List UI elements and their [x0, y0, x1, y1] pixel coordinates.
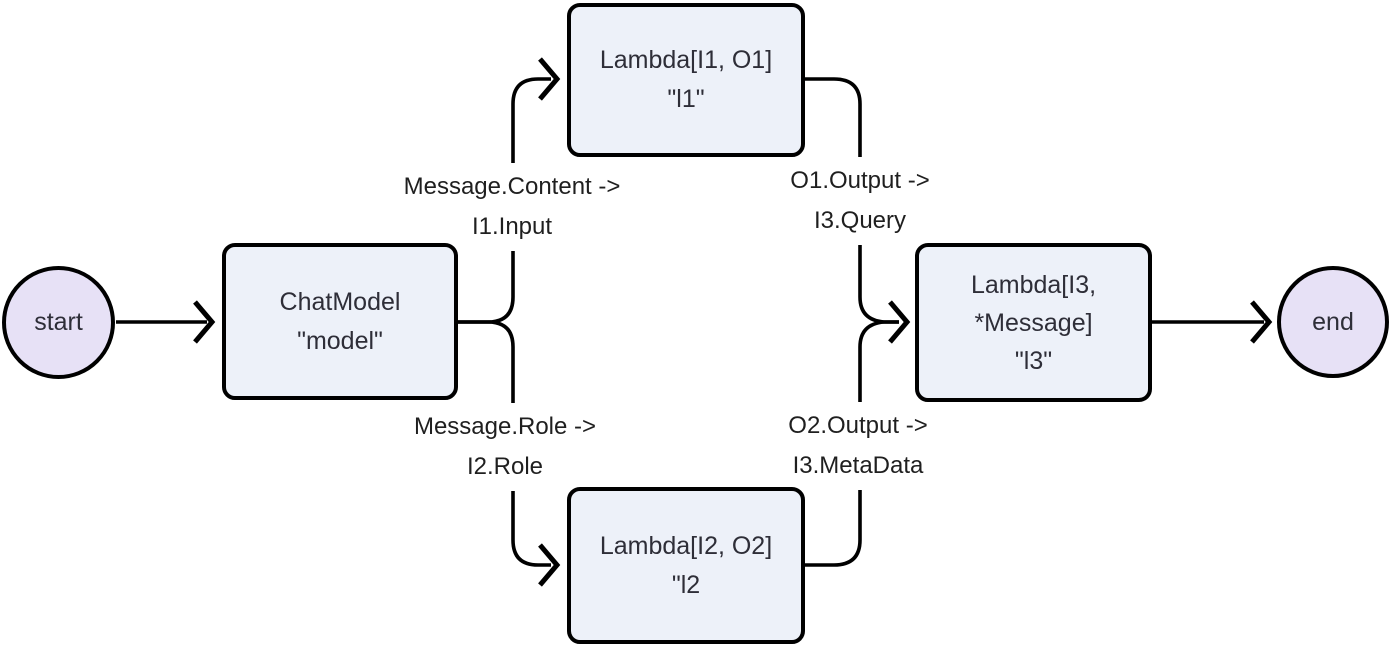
node-label-line: Lambda[I3, — [970, 270, 1097, 299]
node-label: end — [1312, 307, 1354, 336]
node-lambda-l1: Lambda[I1, O1] "l1" — [567, 3, 805, 157]
arrowhead-icon — [538, 543, 561, 587]
edge-label-line: I1.Input — [471, 213, 553, 240]
edge-label-line: I3.MetaData — [792, 452, 924, 479]
node-label-line: *Message] — [974, 308, 1093, 337]
node-label-line: "l2 — [671, 570, 701, 599]
edge-label-model-to-l1: Message.Content -> I1.Input — [393, 163, 631, 251]
edge-label-line: I2.Role — [466, 453, 544, 480]
arrowhead-icon — [538, 57, 561, 101]
node-label-line: ChatModel — [279, 287, 401, 316]
node-end: end — [1277, 266, 1389, 378]
node-label: start — [34, 308, 83, 336]
node-label-line: Lambda[I2, O2] — [599, 531, 773, 560]
node-lambda-l3: Lambda[I3, *Message] "l3" — [915, 243, 1152, 402]
edge-label-line: O2.Output -> — [788, 412, 928, 439]
edge-label-line: Message.Role -> — [413, 413, 597, 440]
arrowhead-icon — [888, 300, 911, 344]
node-label-line: "model" — [297, 326, 383, 355]
node-start: start — [2, 266, 115, 379]
edge-label-l2-to-l3: O2.Output -> I3.MetaData — [778, 402, 938, 490]
arrowhead-icon — [193, 300, 216, 344]
edge-label-line: O1.Output -> — [790, 167, 930, 194]
node-label-line: "l1" — [667, 85, 705, 113]
arrowhead-icon — [1250, 300, 1273, 344]
edge-label-model-to-l2: Message.Role -> I2.Role — [403, 403, 607, 491]
edge-label-line: I3.Query — [813, 207, 907, 234]
edge-label-l1-to-l3: O1.Output -> I3.Query — [780, 157, 940, 245]
node-lambda-l2: Lambda[I2, O2] "l2 — [567, 487, 805, 644]
node-label-line: "l3" — [1014, 346, 1053, 375]
node-label-line: Lambda[I1, O1] — [599, 46, 773, 74]
edge-label-line: Message.Content -> — [403, 173, 621, 200]
node-chatmodel: ChatModel "model" — [222, 243, 458, 400]
